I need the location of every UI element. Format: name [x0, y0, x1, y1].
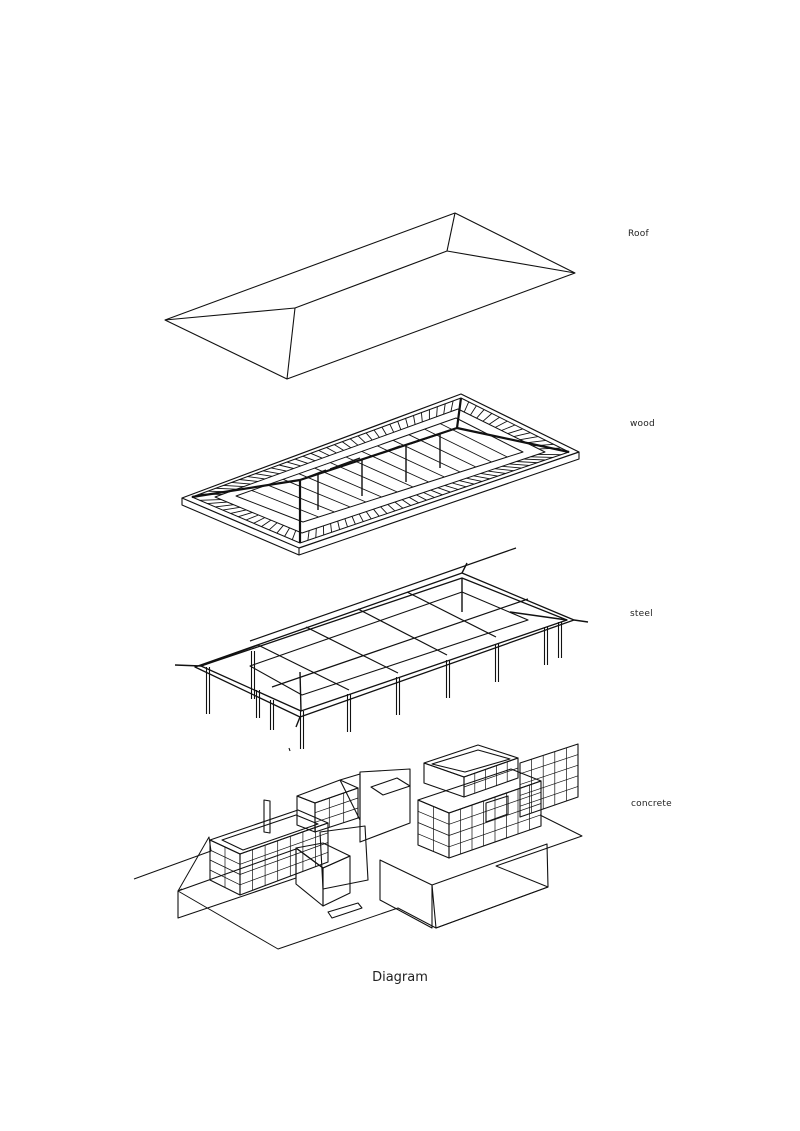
wood-layer [182, 394, 579, 555]
wood-label: wood [630, 419, 655, 429]
steel-label: steel [630, 609, 653, 619]
steel-layer [175, 548, 588, 751]
concrete-label: concrete [631, 799, 672, 809]
roof-label: Roof [628, 229, 649, 239]
concrete-layer [134, 744, 582, 949]
diagram-caption: Diagram [372, 970, 428, 985]
roof-layer [165, 213, 575, 379]
